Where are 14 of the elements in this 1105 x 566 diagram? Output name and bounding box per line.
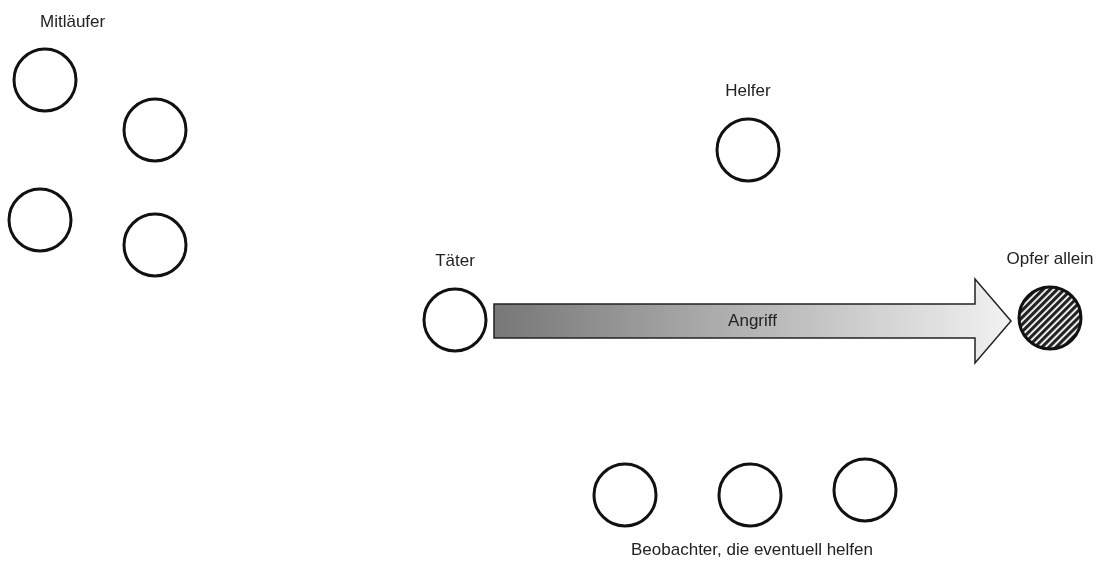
circle <box>7 187 73 253</box>
circle <box>122 212 188 278</box>
node-label: Opfer allein <box>1005 249 1095 270</box>
circle <box>122 97 188 163</box>
group-label: Beobachter, die eventuell helfen <box>631 540 873 560</box>
node-label: Helfer <box>724 81 772 102</box>
circle <box>12 47 78 113</box>
edge-label: Angriff <box>728 311 777 331</box>
circle <box>832 457 898 523</box>
block-arrow <box>493 276 1012 366</box>
circle <box>592 462 658 528</box>
group-label: Mitläufer <box>40 12 106 32</box>
node-label: Täter <box>434 251 476 272</box>
circle <box>717 462 783 528</box>
